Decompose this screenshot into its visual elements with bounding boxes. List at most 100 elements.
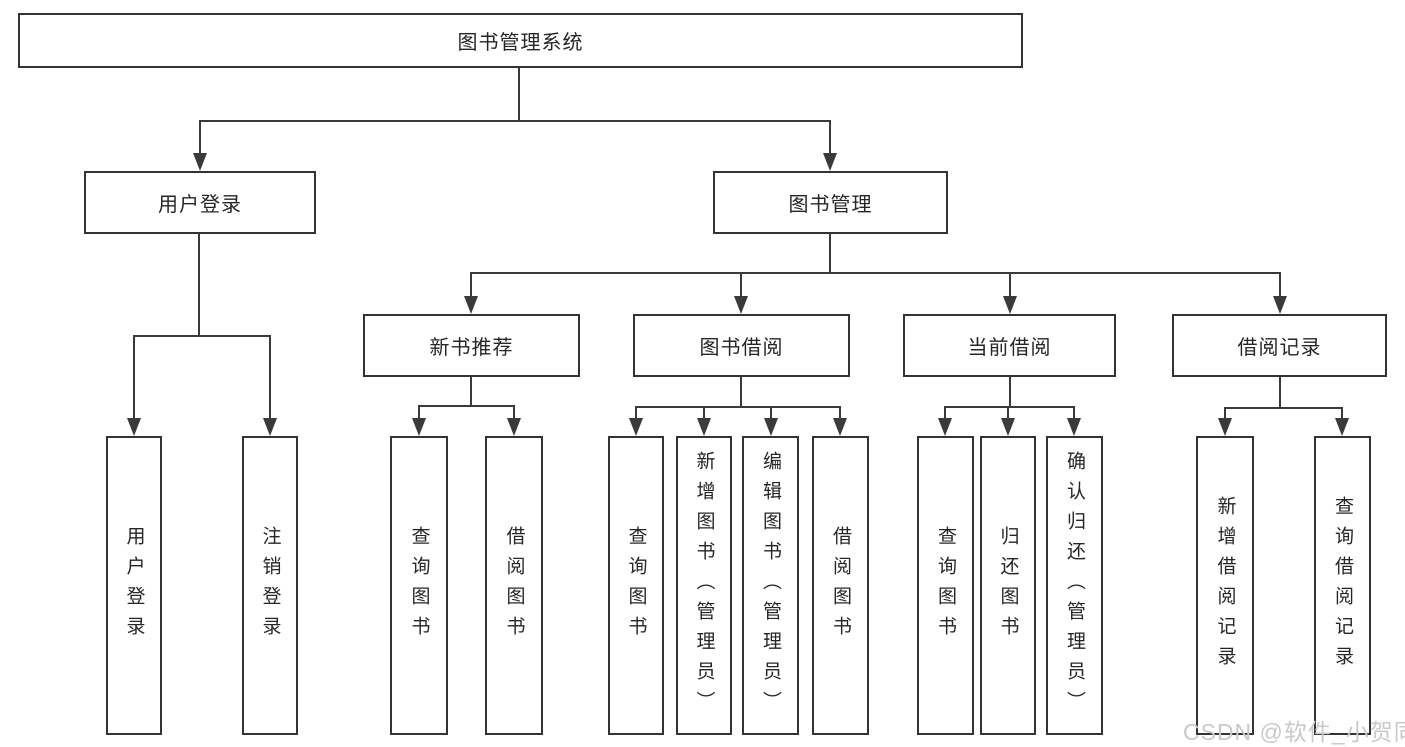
arrow-down-icon [764,418,778,436]
leaf-return-books: 归还图书 [980,436,1036,735]
connector-arrow [764,406,778,436]
leaf-query-books-borrowing: 查询图书 [608,436,664,735]
arrow-down-icon [263,418,277,436]
connector-line [518,68,520,122]
node-label: 新增借阅记录 [1214,495,1236,676]
connector-line [1279,377,1281,409]
node-label: 编辑图书（管理员） [760,450,781,721]
connector-arrow [629,406,643,436]
node-label: 归还图书 [997,525,1019,646]
arrow-stem [1009,272,1011,298]
arrow-down-icon [193,153,207,171]
arrow-down-icon [1001,418,1015,436]
connector-arrow [697,406,711,436]
leaf-add-borrow-record: 新增借阅记录 [1196,436,1254,735]
arrow-stem [1279,272,1281,298]
connector-arrow [464,272,478,314]
connector-arrow [1067,406,1081,436]
arrow-stem [740,272,742,298]
connector-arrow [263,335,277,436]
arrow-stem [133,335,135,420]
arrow-stem [839,406,841,420]
node-new-book-recommendation: 新书推荐 [363,314,580,377]
connector-line [419,405,515,407]
connector-arrow [412,405,426,436]
connector-line [829,234,831,274]
leaf-edit-book-admin: 编辑图书（管理员） [742,436,799,735]
connector-line [945,406,1075,408]
node-label: 图书管理系统 [457,32,584,54]
node-label: 注销登录 [259,525,281,646]
arrow-down-icon [629,418,643,436]
arrow-stem [1341,407,1343,420]
node-label: 图书管理 [788,194,873,216]
arrow-down-icon [1067,418,1081,436]
connector-arrow [507,405,521,436]
node-label: 借阅图书 [503,525,525,646]
node-label: 确认归还（管理员） [1064,450,1085,721]
connector-arrow [1273,272,1287,314]
arrow-down-icon [697,418,711,436]
arrow-down-icon [823,153,837,171]
arrow-down-icon [464,296,478,314]
arrow-stem [944,406,946,420]
leaf-query-books-current: 查询图书 [917,436,974,735]
node-book-borrowing: 图书借阅 [633,314,850,377]
arrow-stem [770,406,772,420]
arrow-stem [703,406,705,420]
connector-line [1224,407,1343,409]
arrow-stem [199,120,201,155]
leaf-query-borrow-record: 查询借阅记录 [1314,436,1371,735]
connector-arrow [833,406,847,436]
node-label: 图书借阅 [699,337,784,359]
arrow-down-icon [1273,296,1287,314]
leaf-logout: 注销登录 [242,436,298,735]
connector-arrow [1001,406,1015,436]
connector-line [198,234,200,337]
connector-arrow [127,335,141,436]
arrow-stem [829,120,831,155]
node-label: 用户登录 [158,194,242,216]
arrow-down-icon [507,418,521,436]
node-borrowing-records: 借阅记录 [1172,314,1387,377]
arrow-stem [635,406,637,420]
node-label: 新增图书（管理员） [693,450,715,721]
connector-line [740,377,742,408]
arrow-down-icon [412,418,426,436]
node-label: 借阅记录 [1237,337,1322,359]
leaf-confirm-return-admin: 确认归还（管理员） [1046,436,1103,735]
connector-line [470,377,472,407]
connector-arrow [938,406,952,436]
leaf-query-books-recommend: 查询图书 [390,436,448,735]
arrow-down-icon [734,296,748,314]
arrow-down-icon [127,418,141,436]
connector-arrow [1003,272,1017,314]
node-label: 查询图书 [625,525,647,646]
arrow-stem [269,335,271,420]
arrow-down-icon [833,418,847,436]
node-book-management: 图书管理 [713,171,948,234]
leaf-borrow-books-recommend: 借阅图书 [485,436,543,735]
arrow-down-icon [1003,296,1017,314]
connector-arrow [734,272,748,314]
node-label: 新书推荐 [429,337,514,359]
arrow-down-icon [1335,418,1349,436]
arrow-stem [1224,407,1226,420]
node-label: 用户登录 [123,525,145,646]
csdn-watermark: CSDN @软件_小贺同学 [1183,719,1405,745]
node-current-borrowing: 当前借阅 [903,314,1116,377]
node-label: 查询图书 [935,525,956,646]
connector-arrow [1335,407,1349,436]
connector-arrow [823,120,837,171]
connector-arrow [193,120,207,171]
node-label: 查询借阅记录 [1332,495,1353,676]
node-user-login: 用户登录 [84,171,316,234]
leaf-add-book-admin: 新增图书（管理员） [676,436,732,735]
connector-line [471,272,1281,274]
leaf-borrow-books: 借阅图书 [812,436,869,735]
leaf-user-login: 用户登录 [106,436,162,735]
arrow-stem [418,405,420,420]
connector-line [1009,377,1011,408]
arrow-stem [513,405,515,420]
